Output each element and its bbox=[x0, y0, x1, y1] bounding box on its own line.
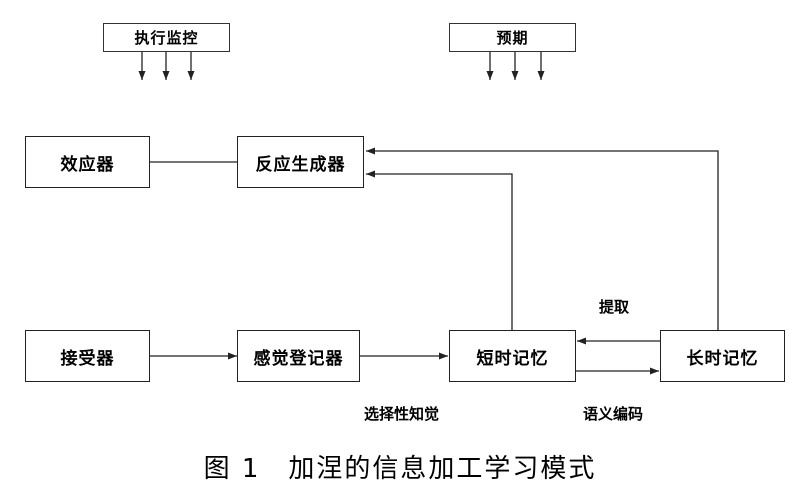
sensory-register-label: 感觉登记器 bbox=[253, 348, 344, 369]
expectancy-label: 预期 bbox=[496, 29, 529, 47]
retrieval-label: 提取 bbox=[599, 298, 630, 316]
receptor-box: 接受器 bbox=[25, 330, 150, 382]
response-generator-box: 反应生成器 bbox=[237, 136, 364, 188]
executive-control-label: 执行监控 bbox=[134, 29, 199, 47]
figure-caption: 图 1 加涅的信息加工学习模式 bbox=[203, 454, 597, 484]
response-generator-label: 反应生成器 bbox=[255, 154, 346, 175]
selective-perception-label: 选择性知觉 bbox=[364, 405, 440, 423]
sensory-register-box: 感觉登记器 bbox=[237, 330, 360, 382]
effector-box: 效应器 bbox=[25, 136, 150, 188]
executive-control-box: 执行监控 bbox=[103, 23, 230, 52]
long-term-memory-box: 长时记忆 bbox=[660, 330, 785, 382]
stm-to-response-arrow bbox=[366, 170, 513, 330]
expectancy-box: 预期 bbox=[449, 23, 576, 52]
ltm-to-response-arrow bbox=[366, 147, 719, 330]
short-term-memory-label: 短时记忆 bbox=[476, 348, 549, 369]
long-term-memory-label: 长时记忆 bbox=[686, 348, 759, 369]
effector-label: 效应器 bbox=[60, 154, 115, 175]
semantic-encoding-label: 语义编码 bbox=[583, 405, 644, 423]
receptor-label: 接受器 bbox=[60, 348, 115, 369]
short-term-memory-box: 短时记忆 bbox=[449, 330, 576, 382]
